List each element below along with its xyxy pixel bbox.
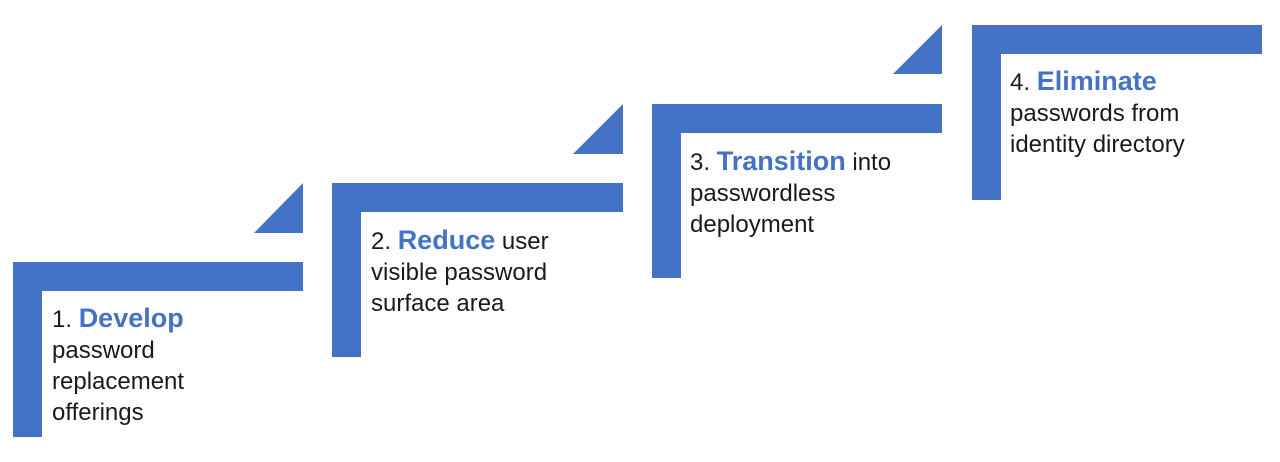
- step-3-bracket: [652, 104, 942, 278]
- step-3-arrow-icon: [893, 25, 942, 74]
- step-2-heading: 2. Reduce user: [371, 225, 549, 257]
- step-4-text: 4. Eliminate passwords from identity dir…: [1010, 66, 1185, 160]
- step-3-heading: 3. Transition into: [690, 146, 891, 178]
- step-4-line-2: identity directory: [1010, 131, 1185, 158]
- step-3-first-rest: into: [852, 149, 892, 176]
- step-1-text: 1. Develop password replacement offering…: [52, 303, 184, 428]
- step-4-heading: 4. Eliminate: [1010, 66, 1185, 98]
- step-2-line-1: visible password: [371, 259, 548, 286]
- step-2-number: 2.: [371, 228, 392, 255]
- step-3-text: 3. Transition into passwordless deployme…: [690, 146, 891, 240]
- step-1-bracket: [13, 262, 303, 437]
- step-2-bracket: [332, 183, 623, 357]
- step-1-line-2: replacement: [52, 368, 185, 395]
- step-4-number: 4.: [1010, 69, 1031, 96]
- step-1-heading: 1. Develop: [52, 303, 184, 335]
- step-4-bracket: [972, 25, 1262, 200]
- step-3-line-2: deployment: [690, 211, 815, 238]
- step-1-number: 1.: [52, 306, 73, 333]
- step-4-keyword: Eliminate: [1036, 66, 1157, 96]
- step-2-text: 2. Reduce user visible password surface …: [371, 225, 549, 319]
- step-3-keyword: Transition: [716, 146, 846, 176]
- step-2-line-2: surface area: [371, 290, 505, 317]
- step-3-line-1: passwordless: [690, 180, 836, 207]
- step-2-arrow-icon: [573, 104, 623, 154]
- step-1-keyword: Develop: [78, 303, 184, 333]
- step-2-keyword: Reduce: [397, 225, 496, 255]
- step-1-arrow-icon: [254, 183, 303, 233]
- step-3-number: 3.: [690, 149, 711, 176]
- step-4-line-1: passwords from: [1010, 100, 1180, 127]
- step-1-line-3: offerings: [52, 399, 144, 426]
- step-2-first-rest: user: [501, 228, 549, 255]
- step-1-line-1: password: [52, 337, 155, 364]
